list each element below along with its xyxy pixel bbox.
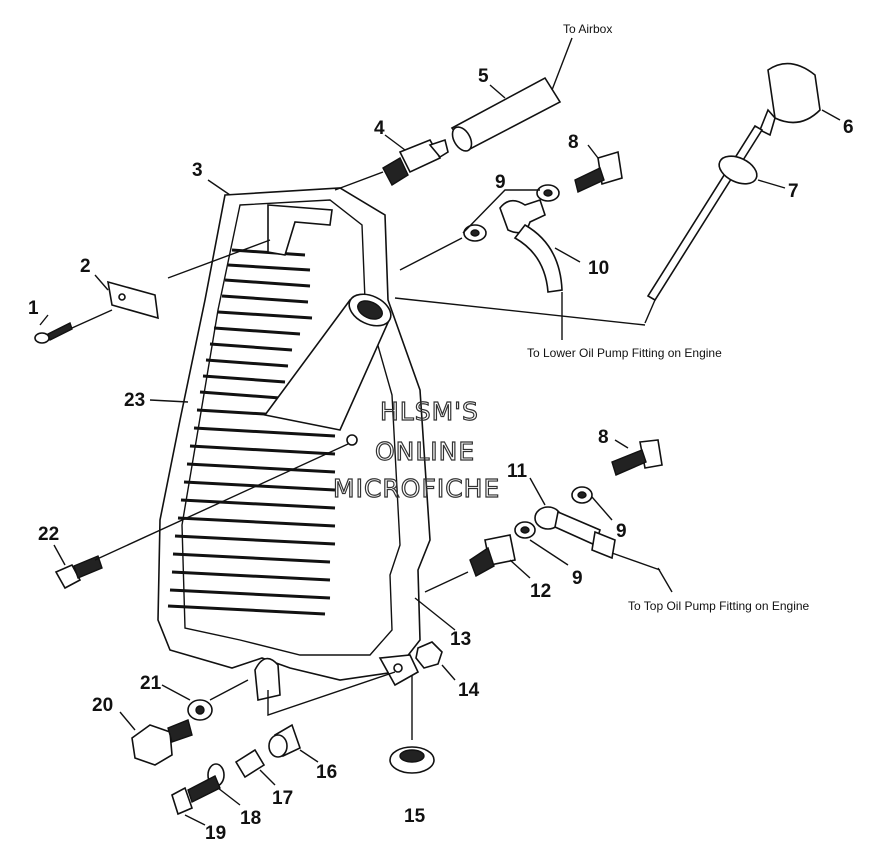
callout-numbers: 1 2 3 4 5 6 7 8 9 10 11 12 13 14 15 16 1… <box>28 66 854 844</box>
watermark-line-3: MICROFICHE <box>333 474 500 503</box>
callout-5: 5 <box>478 66 489 87</box>
grommet-15 <box>389 746 435 774</box>
callout-9-lower-b: 9 <box>572 568 583 589</box>
banjo-fitting-10 <box>499 198 563 293</box>
callout-8: 8 <box>568 132 579 153</box>
callout-12: 12 <box>530 581 551 602</box>
watermark-line-2: ONLINE <box>375 437 475 466</box>
callout-23: 23 <box>124 390 145 411</box>
o-ring-7 <box>718 155 758 185</box>
drain-plug-20 <box>131 719 193 766</box>
note-to-lower-pump: To Lower Oil Pump Fitting on Engine <box>527 346 722 360</box>
callout-16: 16 <box>316 762 337 783</box>
sleeve-17 <box>234 748 266 779</box>
callout-1: 1 <box>28 298 39 319</box>
bolt-8-lower <box>611 439 663 476</box>
bracket-plate-2 <box>106 280 159 320</box>
callout-19: 19 <box>205 823 226 844</box>
bolt-19 <box>171 775 221 816</box>
watermark-line-1: HLSM'S <box>380 397 479 426</box>
vent-fitting-4 <box>382 138 449 186</box>
screw-1 <box>34 322 73 344</box>
banjo-fitting-11 <box>534 506 616 560</box>
watermark: HLSM'S ONLINE MICROFICHE <box>332 396 500 503</box>
callout-11: 11 <box>507 461 528 482</box>
callout-14: 14 <box>458 680 480 701</box>
callout-17: 17 <box>272 788 293 809</box>
callout-4: 4 <box>374 118 385 139</box>
callout-2: 2 <box>80 256 91 277</box>
callout-10: 10 <box>588 258 609 279</box>
bolt-8-upper <box>574 150 623 193</box>
callout-20: 20 <box>92 695 113 716</box>
fitting-12 <box>469 534 516 578</box>
leader-lines <box>39 37 841 826</box>
oil-tank <box>157 187 431 701</box>
screw-22 <box>54 555 103 590</box>
callout-7: 7 <box>788 181 799 202</box>
nut-14 <box>415 641 443 669</box>
note-to-top-pump: To Top Oil Pump Fitting on Engine <box>628 599 810 613</box>
callout-21: 21 <box>140 673 162 694</box>
callout-13: 13 <box>450 629 471 650</box>
note-to-airbox: To Airbox <box>563 22 612 36</box>
callout-15: 15 <box>404 806 426 827</box>
callout-9: 9 <box>495 172 506 193</box>
vent-hose-5 <box>450 76 562 152</box>
callout-6: 6 <box>843 117 854 138</box>
callout-22: 22 <box>38 524 59 545</box>
callout-18: 18 <box>240 808 261 829</box>
tank-ribs <box>167 248 336 616</box>
spacer-16 <box>268 723 301 758</box>
callout-8-lower: 8 <box>598 427 609 448</box>
callout-9-lower-a: 9 <box>616 521 627 542</box>
callout-3: 3 <box>192 160 203 181</box>
